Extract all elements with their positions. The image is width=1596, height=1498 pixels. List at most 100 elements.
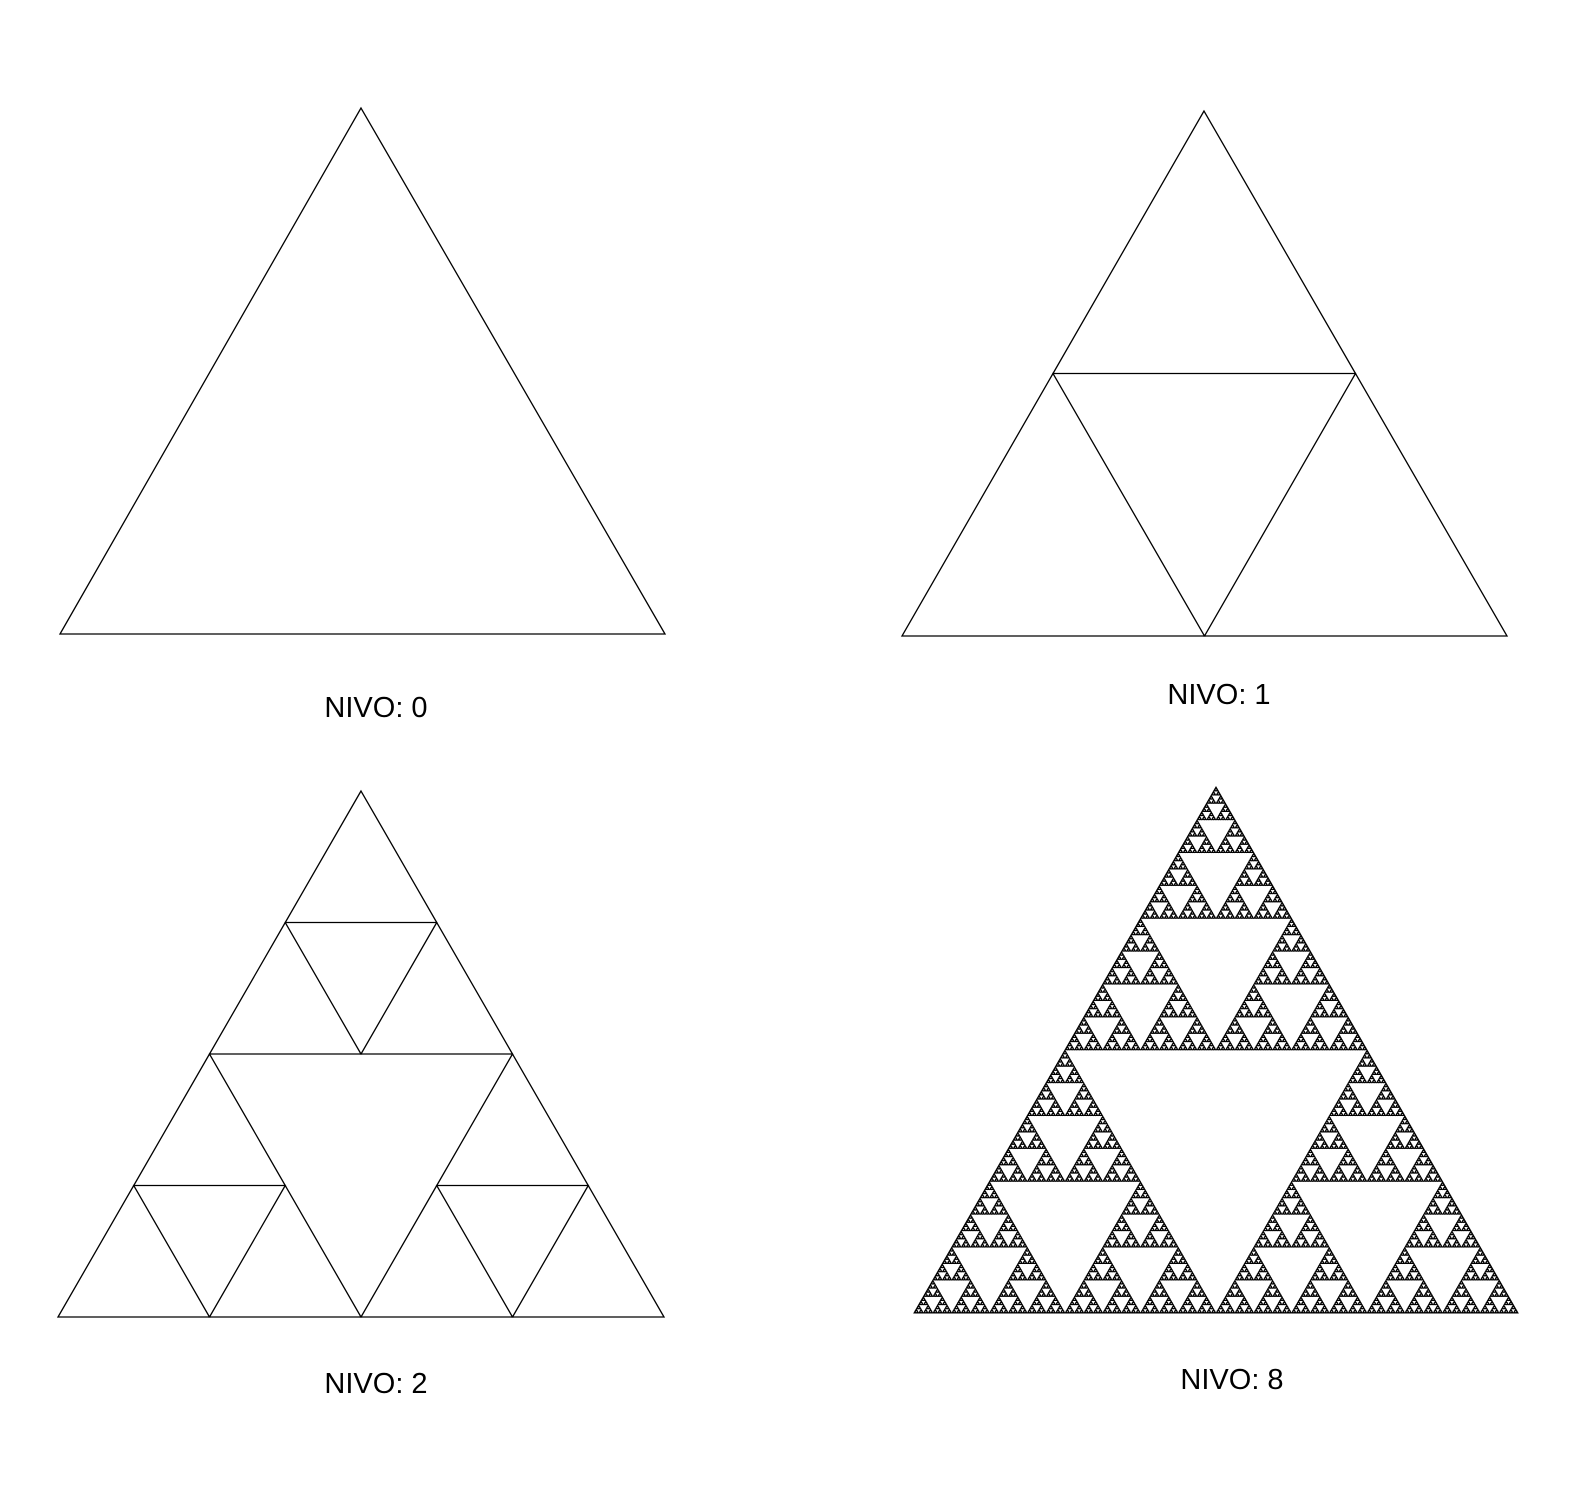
removed-triangle xyxy=(1091,1133,1096,1137)
removed-triangle xyxy=(1358,1302,1362,1306)
removed-triangle xyxy=(1075,1302,1079,1306)
removed-triangle xyxy=(1171,994,1176,998)
removed-triangle xyxy=(1344,1277,1348,1281)
removed-triangle xyxy=(1131,932,1136,936)
removed-triangle xyxy=(1164,981,1169,985)
removed-triangle xyxy=(1155,957,1159,961)
removed-triangle xyxy=(1075,1039,1079,1043)
removed-triangle xyxy=(1039,1158,1044,1162)
removed-triangle xyxy=(1454,1290,1459,1294)
removed-triangle xyxy=(966,1228,970,1232)
removed-triangle xyxy=(1174,883,1178,887)
removed-triangle xyxy=(1108,1039,1112,1043)
triangle-outline xyxy=(1051,109,1357,375)
removed-triangle xyxy=(1237,846,1242,850)
removed-triangle xyxy=(1332,1257,1336,1261)
removed-triangle xyxy=(1263,1047,1268,1051)
removed-triangle xyxy=(1306,957,1310,961)
removed-triangle xyxy=(1188,1310,1192,1314)
removed-triangle xyxy=(1334,1302,1339,1306)
removed-triangle xyxy=(1278,949,1282,952)
removed-triangle xyxy=(1155,1022,1159,1026)
removed-triangle xyxy=(1263,981,1268,985)
removed-triangle xyxy=(1169,1277,1173,1281)
removed-triangle xyxy=(1391,1310,1395,1314)
removed-triangle xyxy=(1483,1273,1487,1277)
removed-triangle xyxy=(1134,1240,1138,1244)
removed-triangle xyxy=(1039,1092,1044,1096)
removed-triangle xyxy=(1221,850,1225,854)
removed-triangle xyxy=(1313,1142,1317,1146)
removed-triangle xyxy=(999,1170,1003,1174)
removed-triangle xyxy=(1315,1294,1320,1298)
removed-triangle xyxy=(1127,1047,1131,1051)
removed-triangle xyxy=(1275,912,1280,915)
removed-triangle xyxy=(1233,1018,1237,1022)
removed-triangle xyxy=(1155,965,1159,969)
removed-triangle xyxy=(1313,1010,1317,1014)
removed-triangle xyxy=(1490,1277,1494,1281)
removed-triangle xyxy=(1433,1310,1438,1314)
removed-triangle xyxy=(1353,1170,1357,1174)
removed-triangle xyxy=(1119,1018,1124,1022)
removed-triangle xyxy=(1301,1244,1305,1248)
removed-triangle xyxy=(1417,1273,1421,1277)
removed-triangle xyxy=(1013,1244,1018,1248)
removed-triangle xyxy=(1112,1006,1117,1010)
removed-triangle xyxy=(938,1310,942,1314)
removed-triangle xyxy=(1452,1212,1456,1215)
removed-triangle xyxy=(1263,1006,1268,1010)
removed-triangle xyxy=(1190,895,1195,899)
removed-triangle xyxy=(1339,1302,1343,1306)
removed-triangle xyxy=(1464,1290,1468,1294)
removed-triangle xyxy=(1150,1047,1154,1051)
removed-triangle xyxy=(1381,1162,1386,1166)
removed-triangle xyxy=(1049,1175,1053,1178)
removed-triangle xyxy=(1105,1142,1110,1146)
removed-triangle xyxy=(1032,1170,1037,1174)
removed-triangle xyxy=(1193,899,1197,903)
removed-triangle xyxy=(1452,1302,1456,1306)
removed-triangle xyxy=(1395,1170,1400,1174)
removed-triangle xyxy=(1348,1179,1353,1183)
removed-triangle xyxy=(1124,961,1129,965)
removed-triangle xyxy=(1202,1031,1206,1035)
removed-triangle xyxy=(1513,1310,1518,1314)
removed-triangle xyxy=(1098,998,1103,1002)
removed-triangle xyxy=(1266,961,1270,965)
removed-triangle xyxy=(1221,1302,1225,1306)
removed-triangle xyxy=(1358,1072,1362,1076)
removed-triangle xyxy=(1259,973,1263,977)
removed-triangle xyxy=(1105,1306,1110,1310)
removed-triangle xyxy=(1240,907,1244,911)
removed-triangle xyxy=(1405,1121,1409,1125)
removed-triangle xyxy=(1329,1047,1334,1051)
triangle-outline xyxy=(132,1052,287,1187)
removed-triangle xyxy=(1240,1014,1244,1018)
removed-triangle xyxy=(1278,899,1282,903)
removed-triangle xyxy=(1183,1310,1188,1314)
removed-triangle xyxy=(1174,1310,1178,1314)
removed-triangle xyxy=(1469,1232,1473,1236)
removed-triangle xyxy=(1136,924,1140,928)
removed-triangle xyxy=(1160,1310,1164,1314)
removed-triangle xyxy=(1311,1228,1315,1232)
removed-triangle xyxy=(1202,842,1206,846)
removed-triangle xyxy=(980,1212,985,1215)
removed-triangle xyxy=(1188,1006,1192,1010)
removed-triangle xyxy=(1296,1203,1301,1207)
removed-triangle xyxy=(1049,1076,1053,1080)
removed-triangle xyxy=(1112,1244,1117,1248)
removed-triangle xyxy=(1443,1310,1447,1314)
removed-triangle xyxy=(1443,1212,1447,1215)
removed-triangle xyxy=(1211,1310,1216,1314)
removed-triangle xyxy=(924,1294,928,1298)
removed-triangle xyxy=(1379,1306,1383,1310)
removed-triangle xyxy=(1372,1310,1376,1314)
removed-triangle xyxy=(1419,1294,1423,1298)
removed-triangle xyxy=(1185,1002,1190,1006)
removed-triangle xyxy=(1148,1232,1152,1236)
removed-triangle xyxy=(1344,1310,1348,1314)
removed-triangle xyxy=(1049,1158,1053,1162)
removed-triangle xyxy=(1223,903,1228,907)
